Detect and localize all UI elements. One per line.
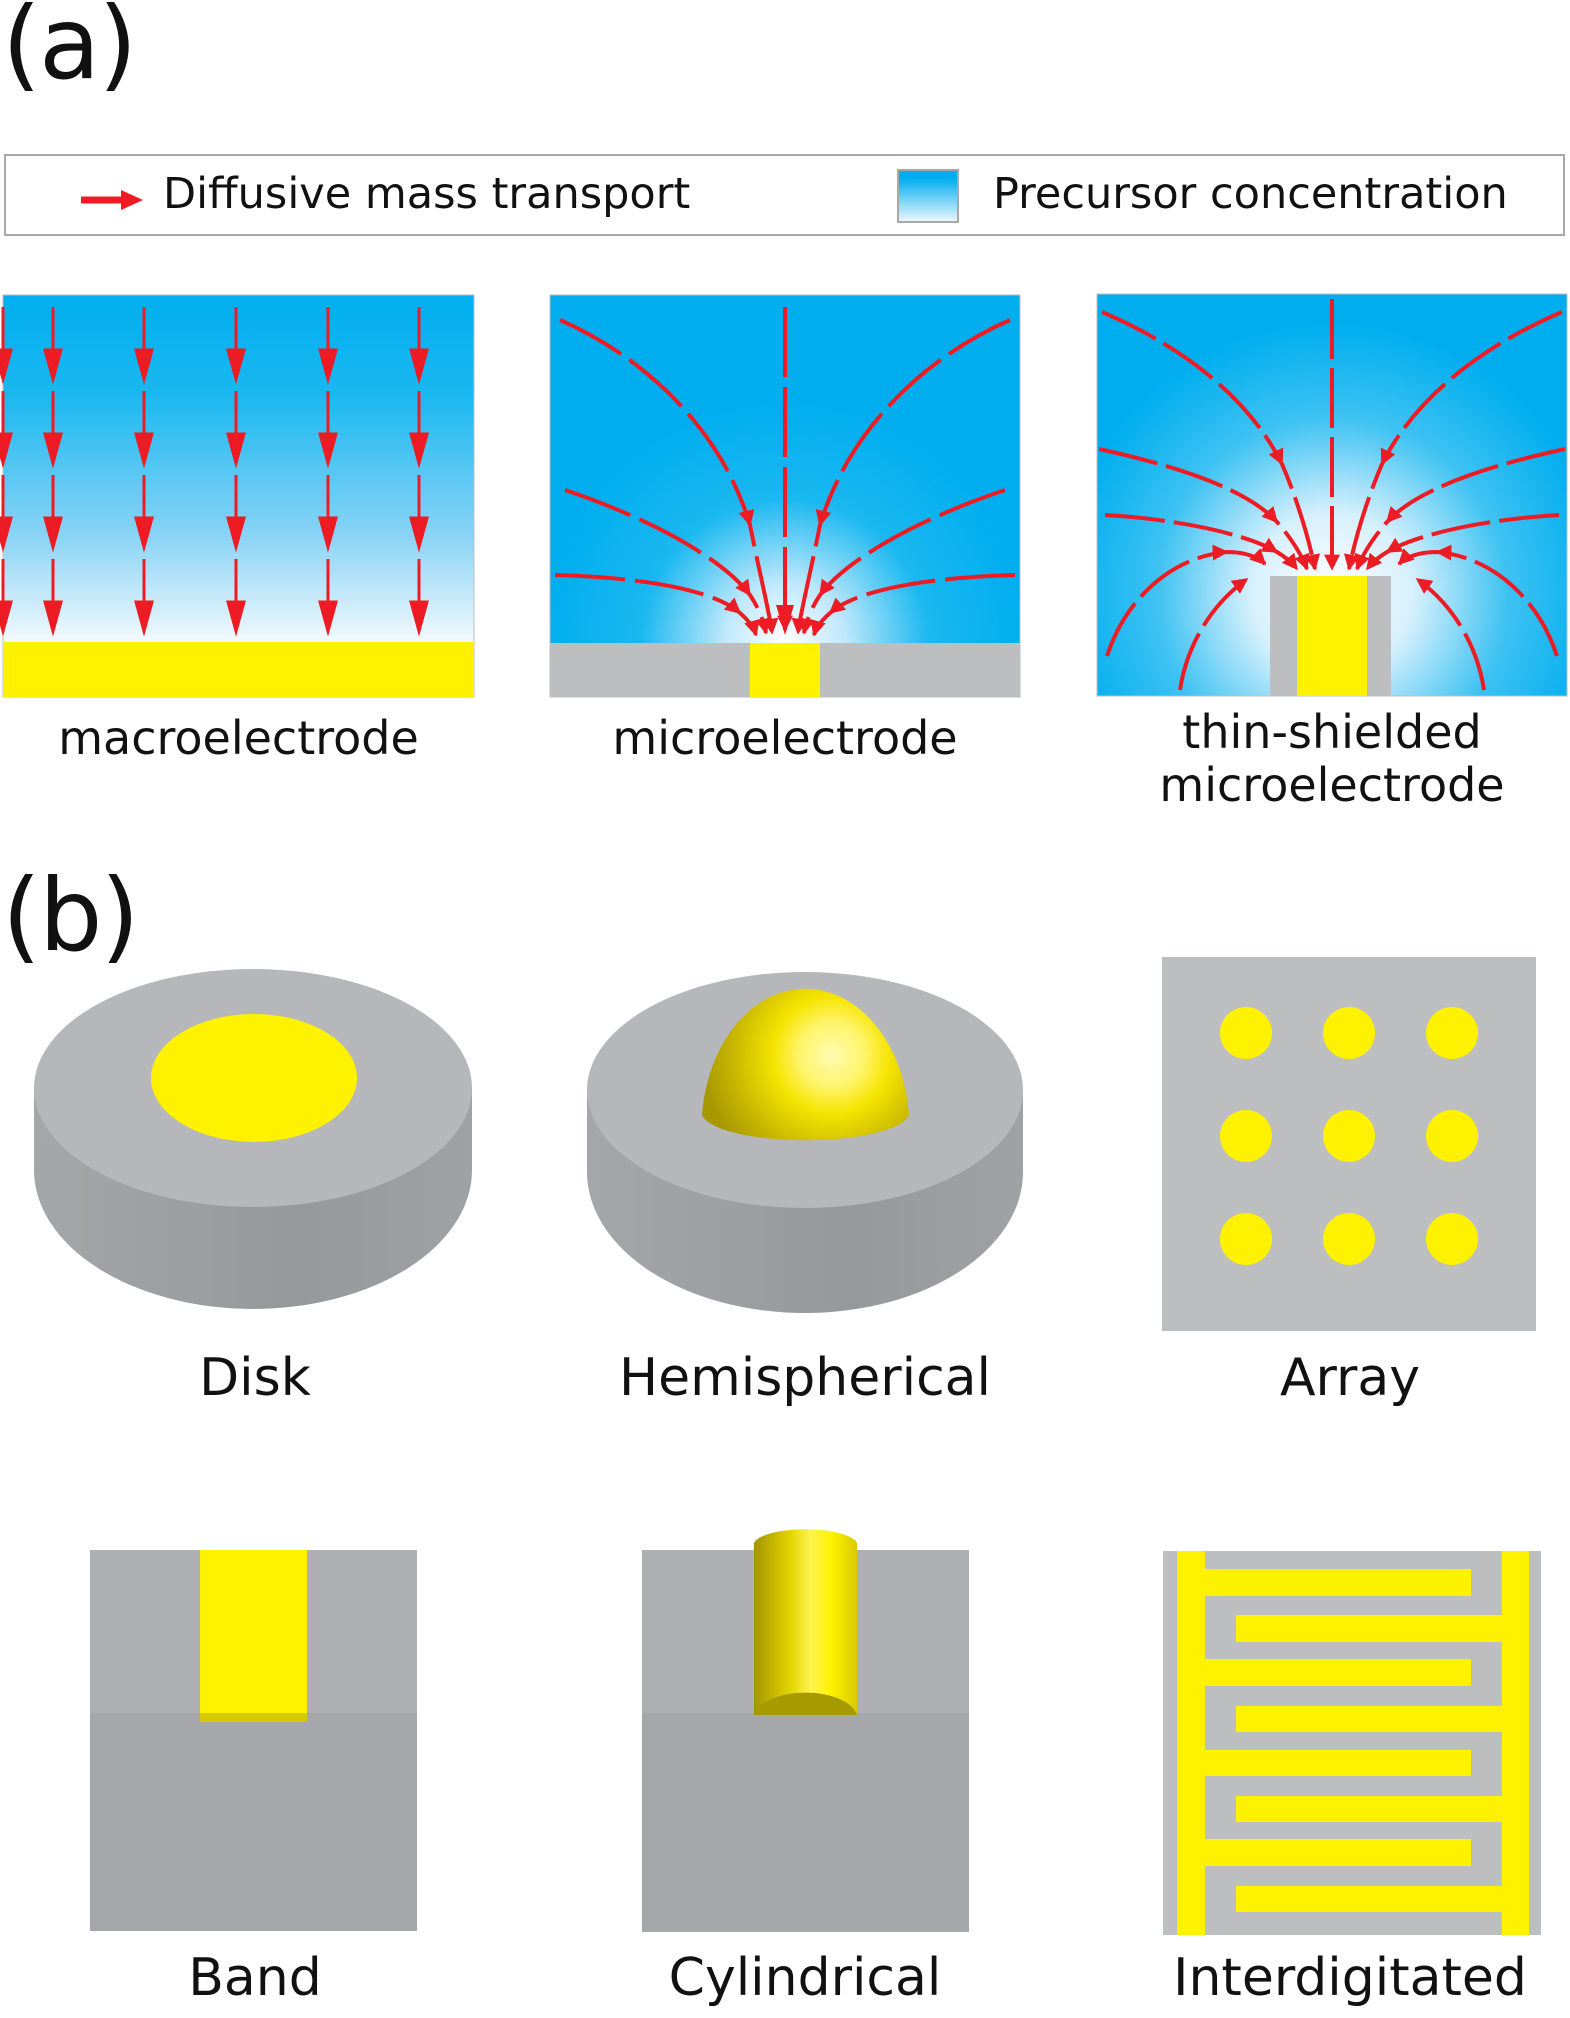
array-electrode-diagram (1162, 957, 1536, 1331)
band-electrode-diagram (90, 1550, 417, 1931)
array-dots (1220, 1007, 1478, 1265)
legend-diffusive-label: Diffusive mass transport (163, 169, 691, 219)
caption-microelectrode: microelectrode (612, 711, 958, 765)
caption-disk: Disk (199, 1348, 311, 1408)
caption-thin-shielded-line2: microelectrode (1159, 757, 1505, 812)
red-arrow-icon (81, 190, 143, 210)
shielded-electrode-surface (1297, 576, 1367, 696)
interdigitated-fingers (1177, 1551, 1529, 1935)
band-electrode-surface (200, 1550, 307, 1713)
legend-box: Diffusive mass transport Precursor conce… (4, 154, 1565, 236)
legend-precursor-label: Precursor concentration (993, 169, 1508, 219)
caption-thin-shielded: thin-shielded microelectrode (1097, 706, 1567, 812)
caption-cylindrical: Cylindrical (668, 1948, 942, 2008)
hemispherical-electrode-diagram (587, 972, 1023, 1313)
hemisphere-electrode (702, 988, 909, 1141)
interdigitated-electrode-diagram (1163, 1551, 1541, 1935)
cylindrical-electrode-diagram (642, 1529, 969, 1932)
thin-shielded-microelectrode-diagram (1096, 293, 1568, 697)
macroelectrode-diagram (0, 294, 475, 698)
panel-a-label: (a) (2, 0, 137, 102)
disk-electrode-diagram (34, 969, 472, 1309)
diffusion-arrows (0, 307, 13, 637)
caption-interdigitated: Interdigitated (1173, 1948, 1527, 2008)
caption-array: Array (1279, 1348, 1421, 1408)
caption-thin-shielded-line1: thin-shielded (1182, 705, 1482, 759)
caption-hemispherical: Hemispherical (619, 1348, 991, 1408)
caption-band: Band (188, 1948, 322, 2008)
disk-electrode-surface (151, 1014, 357, 1142)
panel-b-label: (b) (2, 857, 140, 974)
macroelectrode-surface (3, 642, 474, 697)
caption-macroelectrode: macroelectrode (58, 711, 419, 765)
cylinder-electrode (754, 1529, 857, 1715)
microelectrode-diagram (549, 294, 1021, 698)
blue-gradient-swatch-icon (897, 169, 959, 223)
microelectrode-surface (750, 643, 820, 697)
